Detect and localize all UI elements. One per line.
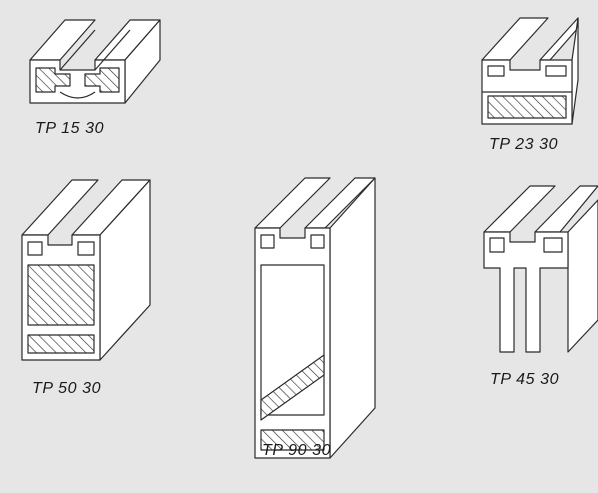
profile-tp-90-30 [254, 177, 376, 459]
profile-tp-50-30 [21, 179, 151, 361]
profile-tp-15-30 [29, 19, 161, 104]
label-tp-15-30: TP 15 30 [35, 120, 105, 137]
label-tp-50-30: TP 50 30 [32, 380, 102, 397]
label-tp-45-30: TP 45 30 [490, 371, 560, 388]
profile-tp-23-30 [481, 17, 579, 125]
label-tp-23-30: TP 23 30 [489, 136, 559, 153]
label-tp-90-30: TP 90 30 [262, 442, 332, 459]
profile-tp-45-30 [483, 185, 598, 353]
